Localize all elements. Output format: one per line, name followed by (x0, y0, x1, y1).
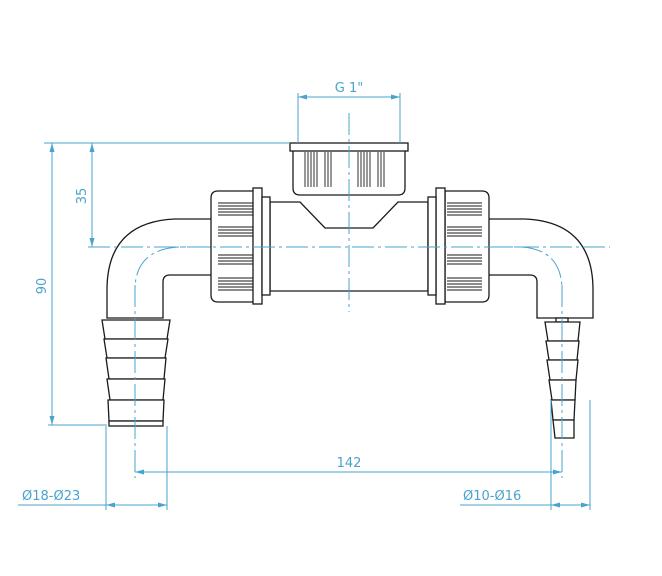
right-elbow (487, 218, 594, 319)
right-union-nut (427, 187, 490, 305)
height-to-axis-label: 35 (75, 188, 90, 205)
left-hose-barb (101, 319, 171, 427)
outlet-spacing-dimension (135, 469, 562, 475)
thread-dimension (297, 93, 401, 143)
right-diameter-label: Ø10-Ø16 (463, 489, 521, 504)
left-union-nut (210, 187, 271, 305)
outlet-spacing-label: 142 (337, 456, 362, 471)
center-lines (88, 113, 610, 478)
left-elbow (106, 218, 213, 319)
height-to-axis-dimension (44, 142, 290, 248)
total-height-label: 90 (35, 278, 50, 295)
right-diameter-dimension (460, 400, 591, 510)
total-height-dimension (48, 143, 107, 426)
left-diameter-label: Ø18-Ø23 (22, 489, 80, 504)
left-diameter-dimension (18, 426, 168, 510)
thread-label: G 1" (335, 81, 363, 96)
